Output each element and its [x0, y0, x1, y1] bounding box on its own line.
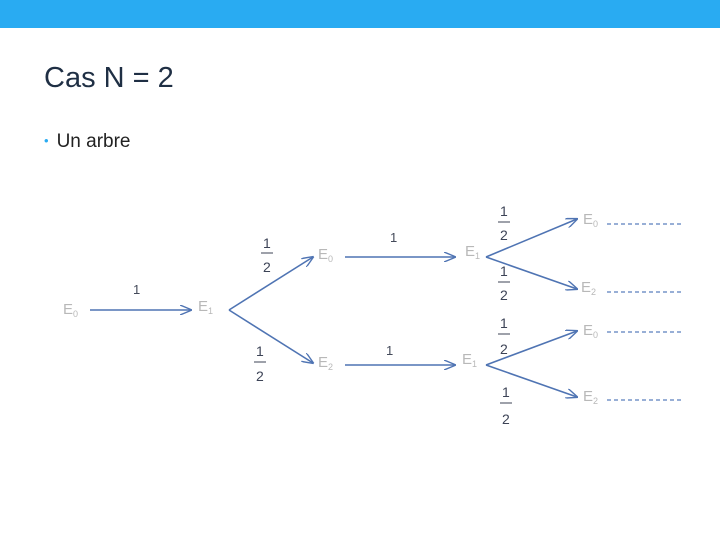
- bullet-dot-icon: •: [44, 133, 49, 148]
- bullet-text: Un arbre: [56, 131, 131, 152]
- edge-e1-e2-d: [485, 364, 577, 397]
- svg-text:1: 1: [256, 343, 264, 359]
- svg-text:1: 1: [500, 203, 508, 219]
- state-node-lvl3-top: E1: [465, 243, 480, 261]
- state-node-lvl4-b: E2: [581, 279, 596, 297]
- svg-text:2: 2: [256, 368, 264, 384]
- edge-e1-e0-c: [485, 331, 577, 366]
- state-node-lvl2-top: E0: [318, 246, 333, 264]
- prob-fraction-half: 1 2: [261, 235, 273, 275]
- prob-fraction-half: 1 2: [254, 343, 266, 384]
- edge-e1-e2: [228, 309, 313, 363]
- state-node-lvl2-bottom: E2: [318, 354, 333, 372]
- svg-text:2: 2: [263, 259, 271, 275]
- prob-label-1: 1: [133, 282, 140, 297]
- svg-text:1: 1: [263, 235, 271, 251]
- prob-label-1: 1: [386, 343, 393, 358]
- state-node-lvl4-c: E0: [583, 322, 598, 340]
- edge-e1-e0-a: [485, 219, 577, 258]
- svg-text:2: 2: [500, 341, 508, 357]
- prob-fraction-half: 1 2: [498, 315, 510, 357]
- state-node-lvl1: E1: [198, 298, 213, 316]
- state-node-lvl4-a: E0: [583, 211, 598, 229]
- svg-text:1: 1: [500, 315, 508, 331]
- prob-fraction-half: 1 2: [498, 263, 510, 303]
- state-node-lvl3-bottom: E1: [462, 351, 477, 369]
- svg-text:2: 2: [502, 411, 510, 427]
- top-accent-bar: [0, 0, 720, 28]
- prob-fraction-half: 1 2: [500, 384, 512, 427]
- prob-fraction-half: 1 2: [498, 203, 510, 243]
- state-node-root: E0: [63, 301, 78, 319]
- svg-text:1: 1: [500, 263, 508, 279]
- bullet-item: • Un arbre: [44, 131, 130, 153]
- prob-label-1: 1: [390, 230, 397, 245]
- edge-e1-e2-b: [485, 256, 577, 289]
- svg-text:1: 1: [502, 384, 510, 400]
- svg-text:2: 2: [500, 287, 508, 303]
- state-node-lvl4-d: E2: [583, 388, 598, 406]
- edge-e1-e0: [228, 257, 313, 311]
- slide-title: Cas N = 2: [44, 62, 174, 94]
- svg-text:2: 2: [500, 227, 508, 243]
